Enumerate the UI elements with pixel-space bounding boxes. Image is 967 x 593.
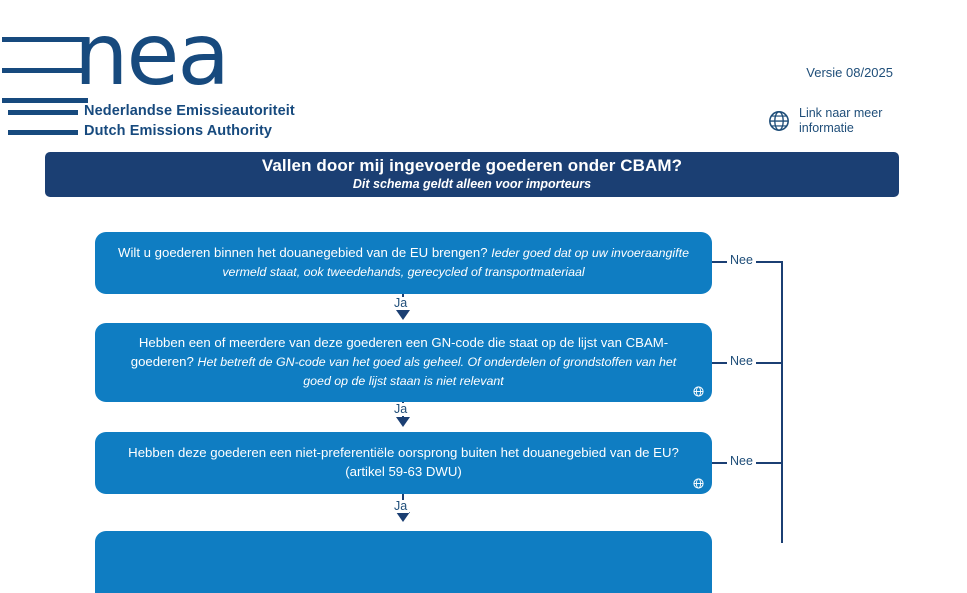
logo-wordmark: nea: [74, 5, 230, 105]
decision-node-3-question: Hebben deze goederen een niet-preferenti…: [128, 445, 679, 479]
more-info-link[interactable]: Link naar meer informatie: [768, 106, 882, 137]
decision-node-2[interactable]: Hebben een of meerdere van deze goederen…: [95, 323, 712, 402]
decision-node-3-text: Hebben deze goederen een niet-preferenti…: [117, 444, 690, 481]
nea-logo-bars-icon: [2, 37, 88, 42]
page-subtitle: Dit schema geldt alleen voor importeurs: [352, 177, 592, 192]
version-label: Versie 08/2025: [806, 65, 893, 80]
decision-node-1-note: Ieder goed dat op uw invoeraangifte verm…: [222, 246, 689, 279]
arrow-node3-node4-icon: [396, 512, 410, 522]
page-title: Vallen door mij ingevoerde goederen onde…: [261, 155, 683, 175]
yes-label-node1: Ja: [392, 296, 410, 310]
decision-node-1-text: Wilt u goederen binnen het douanegebied …: [117, 244, 690, 281]
yes-label-node3: Ja: [392, 499, 410, 513]
organisation-name-nl: Nederlandse Emissieautoriteit: [84, 103, 295, 119]
globe-icon[interactable]: [693, 386, 704, 397]
nea-logo-bar-4: [8, 110, 78, 115]
globe-icon[interactable]: [693, 478, 704, 489]
decision-node-3[interactable]: Hebben deze goederen een niet-preferenti…: [95, 432, 712, 494]
arrow-node2-node3-icon: [396, 417, 410, 427]
decision-node-1-question: Wilt u goederen binnen het douanegebied …: [118, 245, 488, 261]
organisation-name-en: Dutch Emissions Authority: [84, 123, 273, 139]
decision-node-2-note: Het betreft de GN-code van het goed als …: [197, 355, 677, 388]
no-label-node2: Nee: [727, 355, 756, 368]
nea-logo-bar-3: [2, 98, 88, 103]
yes-label-node2: Ja: [392, 402, 410, 416]
more-info-label: Link naar meer informatie: [799, 106, 883, 136]
connector-no-trunk: [781, 261, 783, 543]
no-label-node1: Nee: [727, 254, 756, 267]
chart-title-banner: Vallen door mij ingevoerde goederen onde…: [45, 152, 899, 197]
decision-node-2-text: Hebben een of meerdere van deze goederen…: [117, 334, 690, 390]
decision-node-2-question: Hebben een of meerdere van deze goederen…: [130, 335, 669, 370]
nea-logo-bar-2: [2, 68, 88, 73]
page-header: nea Nederlandse Emissieautoriteit Dutch …: [0, 0, 967, 150]
nea-logo: nea Nederlandse Emissieautoriteit Dutch …: [0, 12, 295, 143]
globe-icon: [769, 111, 789, 132]
no-label-node3: Nee: [727, 455, 756, 468]
flowchart: Wilt u goederen binnen het douanegebied …: [95, 232, 783, 593]
nea-logo-bar-5: [8, 130, 78, 135]
decision-node-4[interactable]: [95, 531, 712, 593]
arrow-node1-node2-icon: [396, 310, 410, 320]
decision-node-1[interactable]: Wilt u goederen binnen het douanegebied …: [95, 232, 712, 294]
